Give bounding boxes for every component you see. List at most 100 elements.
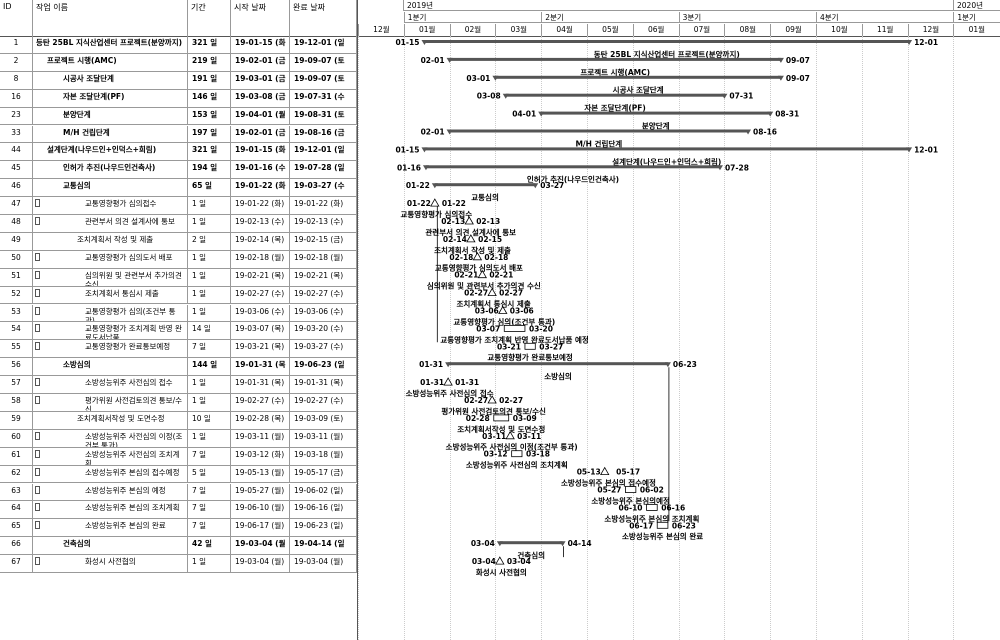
note-icon[interactable] (35, 288, 40, 297)
task-bar (511, 450, 523, 458)
note-icon[interactable] (35, 324, 40, 333)
note-icon[interactable] (35, 342, 40, 351)
bar-start-date-label: 01-16 (397, 163, 421, 172)
task-name: 소방성능위주 본심의 완료 (33, 519, 188, 537)
note-icon[interactable] (35, 199, 40, 208)
note-icon[interactable] (35, 467, 40, 476)
quarter-label: 1분기 (957, 13, 976, 22)
note-icon[interactable] (35, 270, 40, 279)
column-header-id[interactable]: ID (0, 0, 33, 36)
timescale-quarter: 3분기 (678, 12, 816, 23)
note-icon[interactable] (35, 396, 40, 404)
summary-bar (424, 40, 910, 43)
task-finish: 19-03-18 (월) (290, 447, 357, 465)
column-header-start-label: 시작 날짜 (234, 3, 266, 12)
note-icon[interactable] (35, 485, 40, 494)
summary-bar (449, 129, 749, 133)
column-header-duration[interactable]: 기간 (188, 0, 231, 36)
summary-end-marker (777, 57, 784, 63)
column-header-task-name[interactable]: 작업 이름 (33, 0, 188, 36)
timescale-quarter: 4분기 (816, 12, 954, 23)
task-start: 19-02-18 (월) (231, 250, 290, 268)
bar-end-date-label: 02-21 (489, 271, 513, 280)
task-id: 46 (0, 179, 33, 197)
note-icon[interactable] (35, 557, 40, 566)
note-icon[interactable] (35, 449, 40, 458)
bar-end-date-label: 12-01 (914, 145, 938, 154)
note-icon[interactable] (35, 252, 40, 261)
summary-end-marker (721, 93, 728, 99)
column-header-finish[interactable]: 완료 날짜 (290, 0, 357, 36)
task-marker (430, 198, 440, 207)
bar-start-date-label: 01-22 (406, 181, 430, 190)
task-start: 19-01-22 (화 (231, 179, 290, 197)
bar-start-date-label: 02-13 (441, 217, 465, 226)
task-marker (487, 287, 497, 296)
note-icon[interactable] (35, 217, 40, 225)
bar-start-date-label: 02-27 (464, 396, 488, 405)
note-icon[interactable] (35, 503, 40, 512)
task-marker (487, 395, 497, 404)
month-label: 01월 (418, 25, 436, 34)
note-icon[interactable] (35, 306, 40, 315)
bar-end-date-label: 01-22 (442, 199, 466, 208)
task-start: 19-02-28 (목) (231, 411, 290, 429)
task-finish: 19-03-09 (토) (290, 411, 357, 429)
note-icon[interactable] (35, 431, 40, 440)
column-header-start[interactable]: 시작 날짜 (231, 0, 290, 36)
month-label: 12월 (922, 25, 940, 34)
task-id: 51 (0, 268, 33, 286)
month-label: 06월 (647, 25, 665, 34)
task-duration: 1 일 (188, 268, 231, 286)
task-id: 61 (0, 447, 33, 465)
task-id: 63 (0, 483, 33, 501)
task-id: 62 (0, 465, 33, 483)
task-name: 교통영향평가 심의도서 배포 (33, 250, 188, 268)
bar-name-label: 심의위원 및 관련부서 추가의견 수신 (427, 281, 541, 291)
note-icon[interactable] (35, 378, 40, 387)
note-icon[interactable] (35, 521, 40, 530)
timescale-quarter: 1분기 (953, 12, 1000, 23)
task-finish: 19-03-20 (수) (290, 322, 357, 340)
task-id: 53 (0, 304, 33, 322)
bar-start-date-label: 02-27 (464, 289, 488, 298)
bar-name-label: 자본 조달단계(PF) (584, 103, 646, 113)
task-duration: 153 일 (188, 107, 231, 125)
bar-start-date-label: 01-31 (420, 378, 444, 387)
task-name: 교통심의 (33, 179, 188, 197)
column-header-finish-label: 완료 날짜 (293, 3, 325, 12)
task-duration: 191 일 (188, 71, 231, 89)
summary-end-marker (906, 147, 913, 153)
bar-name-label: 조치계획서작성 및 도면수정 (457, 424, 545, 434)
